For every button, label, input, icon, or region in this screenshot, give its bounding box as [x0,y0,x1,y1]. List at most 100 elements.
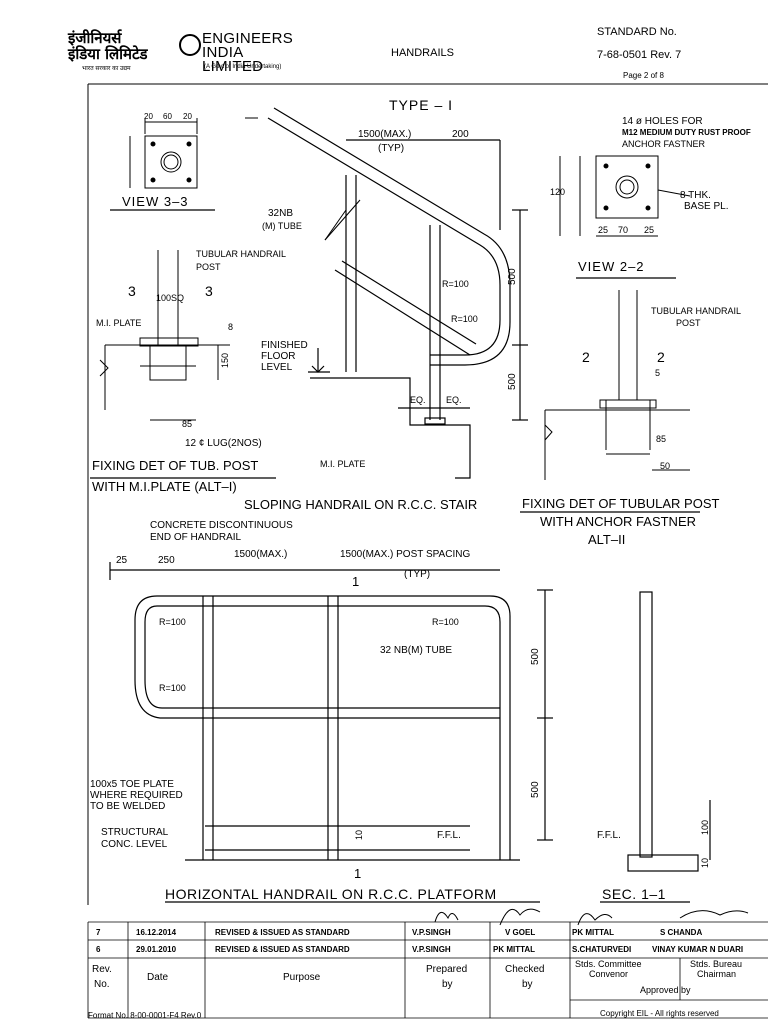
tube-32nb-m: 32 NB(M) TUBE [380,645,452,656]
finished-floor-2: FLOOR [261,351,295,362]
tub-post-alt2-detail [544,290,690,480]
tub-post-label-2: POST [196,262,221,272]
sec2-right: 2 [657,349,665,365]
holes-note-2: M12 MEDIUM DUTY RUST PROOF [622,128,751,137]
horizontal-handrail [109,562,711,872]
eil-emblem-icon [179,34,201,56]
signature-checked [499,908,541,926]
base-pl-2: BASE PL. [684,201,728,212]
dim-85-right: 85 [656,434,666,444]
ffl-label-2: F.F.L. [597,830,621,841]
dim-5: 5 [655,368,660,378]
r100-b: R=100 [451,314,478,324]
row2-rev: 6 [96,945,101,954]
label-convenor-1: Stds. Committee [575,959,642,969]
toe-note-3: TO BE WELDED [90,801,165,812]
sloping-handrail [267,107,528,479]
tub-post-alt1-detail [99,250,230,421]
v33-dim-1: 20 [144,112,153,121]
sec1-top: 1 [352,574,359,589]
dim-500-c: 500 [530,648,541,665]
horizontal-title: HORIZONTAL HANDRAIL ON R.C.C. PLATFORM [165,886,497,902]
v22-dim-25a: 25 [598,225,608,235]
r100-c: R=100 [159,617,186,627]
row2-prepared: V.P.SINGH [412,945,451,954]
signatures [434,908,749,926]
v22-dim-25b: 25 [644,225,654,235]
label-chairman-2: Chairman [697,969,737,979]
tube-32nb-2: (M) TUBE [262,221,302,231]
label-purpose: Purpose [283,972,321,983]
sec2-left: 2 [582,349,590,365]
signature-prepared [434,911,459,923]
holes-note-3: ANCHOR FASTNER [622,139,706,149]
label-date: Date [147,972,169,983]
page-number: Page 2 of 8 [623,71,664,80]
dim-1500-max-bottom: 1500(MAX.) [234,549,287,560]
post-spacing: 1500(MAX.) POST SPACING [340,549,470,560]
label-approved: Approved by [640,985,691,995]
lug-label: 12 ¢ LUG(2NOS) [185,438,262,449]
base-pl-1: 8 THK. [680,190,711,201]
row2-chairman: VINAY KUMAR N DUARI [652,945,744,954]
sec1-bottom: 1 [354,866,361,881]
r100-a: R=100 [442,279,469,289]
document-title: HANDRAILS [391,47,454,59]
toe-note-1: 100x5 TOE PLATE [90,779,174,790]
finished-floor-3: LEVEL [261,362,293,373]
row1-chairman: S CHANDA [660,928,703,937]
label-prepared-1: Prepared [426,964,468,975]
mi-plate-label: M.I. PLATE [320,459,365,469]
tub-post-label-1: TUBULAR HANDRAIL [196,249,286,259]
tub-post-label-r2: POST [676,318,701,328]
signature-chairman [679,910,749,919]
dim-100: 100 [700,820,710,835]
r100-e: R=100 [432,617,459,627]
ffl-label-1: F.F.L. [437,830,461,841]
sec3-left: 3 [128,283,136,299]
row1-purpose: REVISED & ISSUED AS STANDARD [215,928,350,937]
finished-floor-1: FINISHED [261,340,308,351]
row1-checked: V GOEL [505,928,536,937]
company-name-english: ENGINEERS INDIA LIMITED [202,30,294,75]
dim-100sq: 100SQ [156,293,184,303]
holes-note-1: 14 ø HOLES FOR [622,116,703,127]
dim-typ-top: (TYP) [378,143,404,154]
format-number: Format No. 8-00-0001-F4 Rev.0 [88,1011,202,1020]
signature-convenor [577,913,613,926]
v33-dim-2: 60 [163,112,172,121]
dim-150: 150 [220,353,230,368]
dim-50: 50 [660,461,670,471]
concrete-note-2: END OF HANDRAIL [150,532,242,543]
fix-anchor-title-1: FIXING DET OF TUBULAR POST [522,496,719,511]
row1-prepared: V.P.SINGH [412,928,451,937]
row2-purpose: REVISED & ISSUED AS STANDARD [215,945,350,954]
label-checked-1: Checked [505,964,545,975]
row1-date: 16.12.2014 [136,928,177,937]
standard-label: STANDARD No. [597,26,677,38]
mi-plate-left: M.I. PLATE [96,318,141,328]
view22-plate [559,155,691,237]
company-english-subtitle: (A Govt of India Undertaking) [204,64,282,70]
dim-10-b: 10 [700,858,710,868]
view22-label: VIEW 2–2 [578,259,645,274]
fix-tub-title-2: WITH M.I.PLATE (ALT–I) [92,479,237,494]
v22-dim-120: 120 [550,187,565,197]
label-convenor-2: Convenor [589,969,629,979]
tube-32nb-1: 32NB [268,208,293,219]
dim-8: 8 [228,322,233,332]
eq-2: EQ. [446,395,462,405]
dim-250: 250 [158,555,175,566]
fix-anchor-title-2: WITH ANCHOR FASTNER [540,514,696,529]
label-chairman-1: Stds. Bureau [690,959,743,969]
dim-500-b: 500 [507,373,518,390]
toe-note-2: WHERE REQUIRED [90,790,183,801]
sec3-right: 3 [205,283,213,299]
title-block-grid [87,921,768,1019]
dim-25: 25 [116,555,128,566]
sloping-title: SLOPING HANDRAIL ON R.C.C. STAIR [244,497,477,512]
eq-1: EQ. [410,395,426,405]
tub-post-label-r1: TUBULAR HANDRAIL [651,306,741,316]
label-rev-1: Rev. [92,964,112,975]
